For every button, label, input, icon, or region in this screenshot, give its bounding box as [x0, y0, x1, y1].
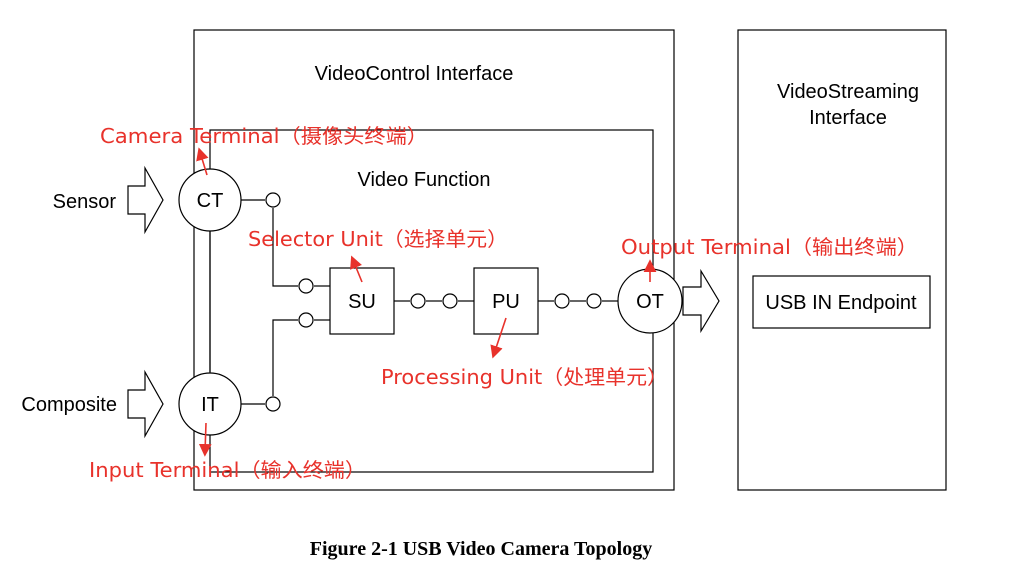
sensor-label: Sensor [53, 191, 117, 213]
it-to-su-wire [272, 319, 298, 396]
it-label: IT [201, 394, 219, 416]
it-output-node [265, 396, 281, 412]
usb-endpoint-label: USB IN Endpoint [765, 292, 917, 314]
ot-input-node [586, 293, 602, 309]
it-circle [178, 372, 242, 436]
input-terminal-pointer-icon [198, 422, 212, 457]
pu-box [473, 267, 539, 335]
video-streaming-title-line1: VideoStreaming [777, 81, 919, 103]
ct-to-su-wire [272, 208, 298, 287]
su-input-node-1 [298, 278, 314, 294]
pu-label: PU [492, 291, 520, 313]
video-control-interface-title: VideoControl Interface [315, 63, 514, 85]
processing-unit-annotation: Processing Unit（处理单元） [381, 365, 668, 389]
su-input-node-2 [298, 312, 314, 328]
ct-output-node [265, 192, 281, 208]
composite-label: Composite [21, 394, 117, 416]
su-box [329, 267, 395, 335]
su-label: SU [348, 291, 376, 313]
ct-circle [178, 168, 242, 232]
composite-input-arrow-icon [127, 369, 164, 439]
output-terminal-annotation: Output Terminal（输出终端） [621, 235, 918, 259]
video-control-interface-box [193, 29, 675, 491]
ot-label: OT [636, 291, 664, 313]
camera-terminal-pointer-icon [196, 147, 209, 176]
input-terminal-annotation: Input Terminal（输入终端） [89, 458, 366, 482]
selector-unit-pointer-icon [350, 255, 363, 283]
figure-caption: Figure 2-1 USB Video Camera Topology [310, 538, 652, 560]
camera-terminal-annotation: Camera Terminal（摄像头终端） [100, 124, 428, 148]
video-streaming-interface-box [737, 29, 947, 491]
pu-output-node [554, 293, 570, 309]
video-streaming-title-line2: Interface [809, 107, 887, 129]
ct-label: CT [197, 190, 224, 212]
video-function-title: Video Function [357, 169, 490, 191]
processing-unit-pointer-icon [490, 317, 507, 359]
pu-input-node [442, 293, 458, 309]
usb-endpoint-box [752, 275, 931, 329]
sensor-input-arrow-icon [127, 165, 164, 235]
su-output-node [410, 293, 426, 309]
selector-unit-annotation: Selector Unit（选择单元） [248, 227, 508, 251]
output-arrow-icon [682, 268, 720, 334]
